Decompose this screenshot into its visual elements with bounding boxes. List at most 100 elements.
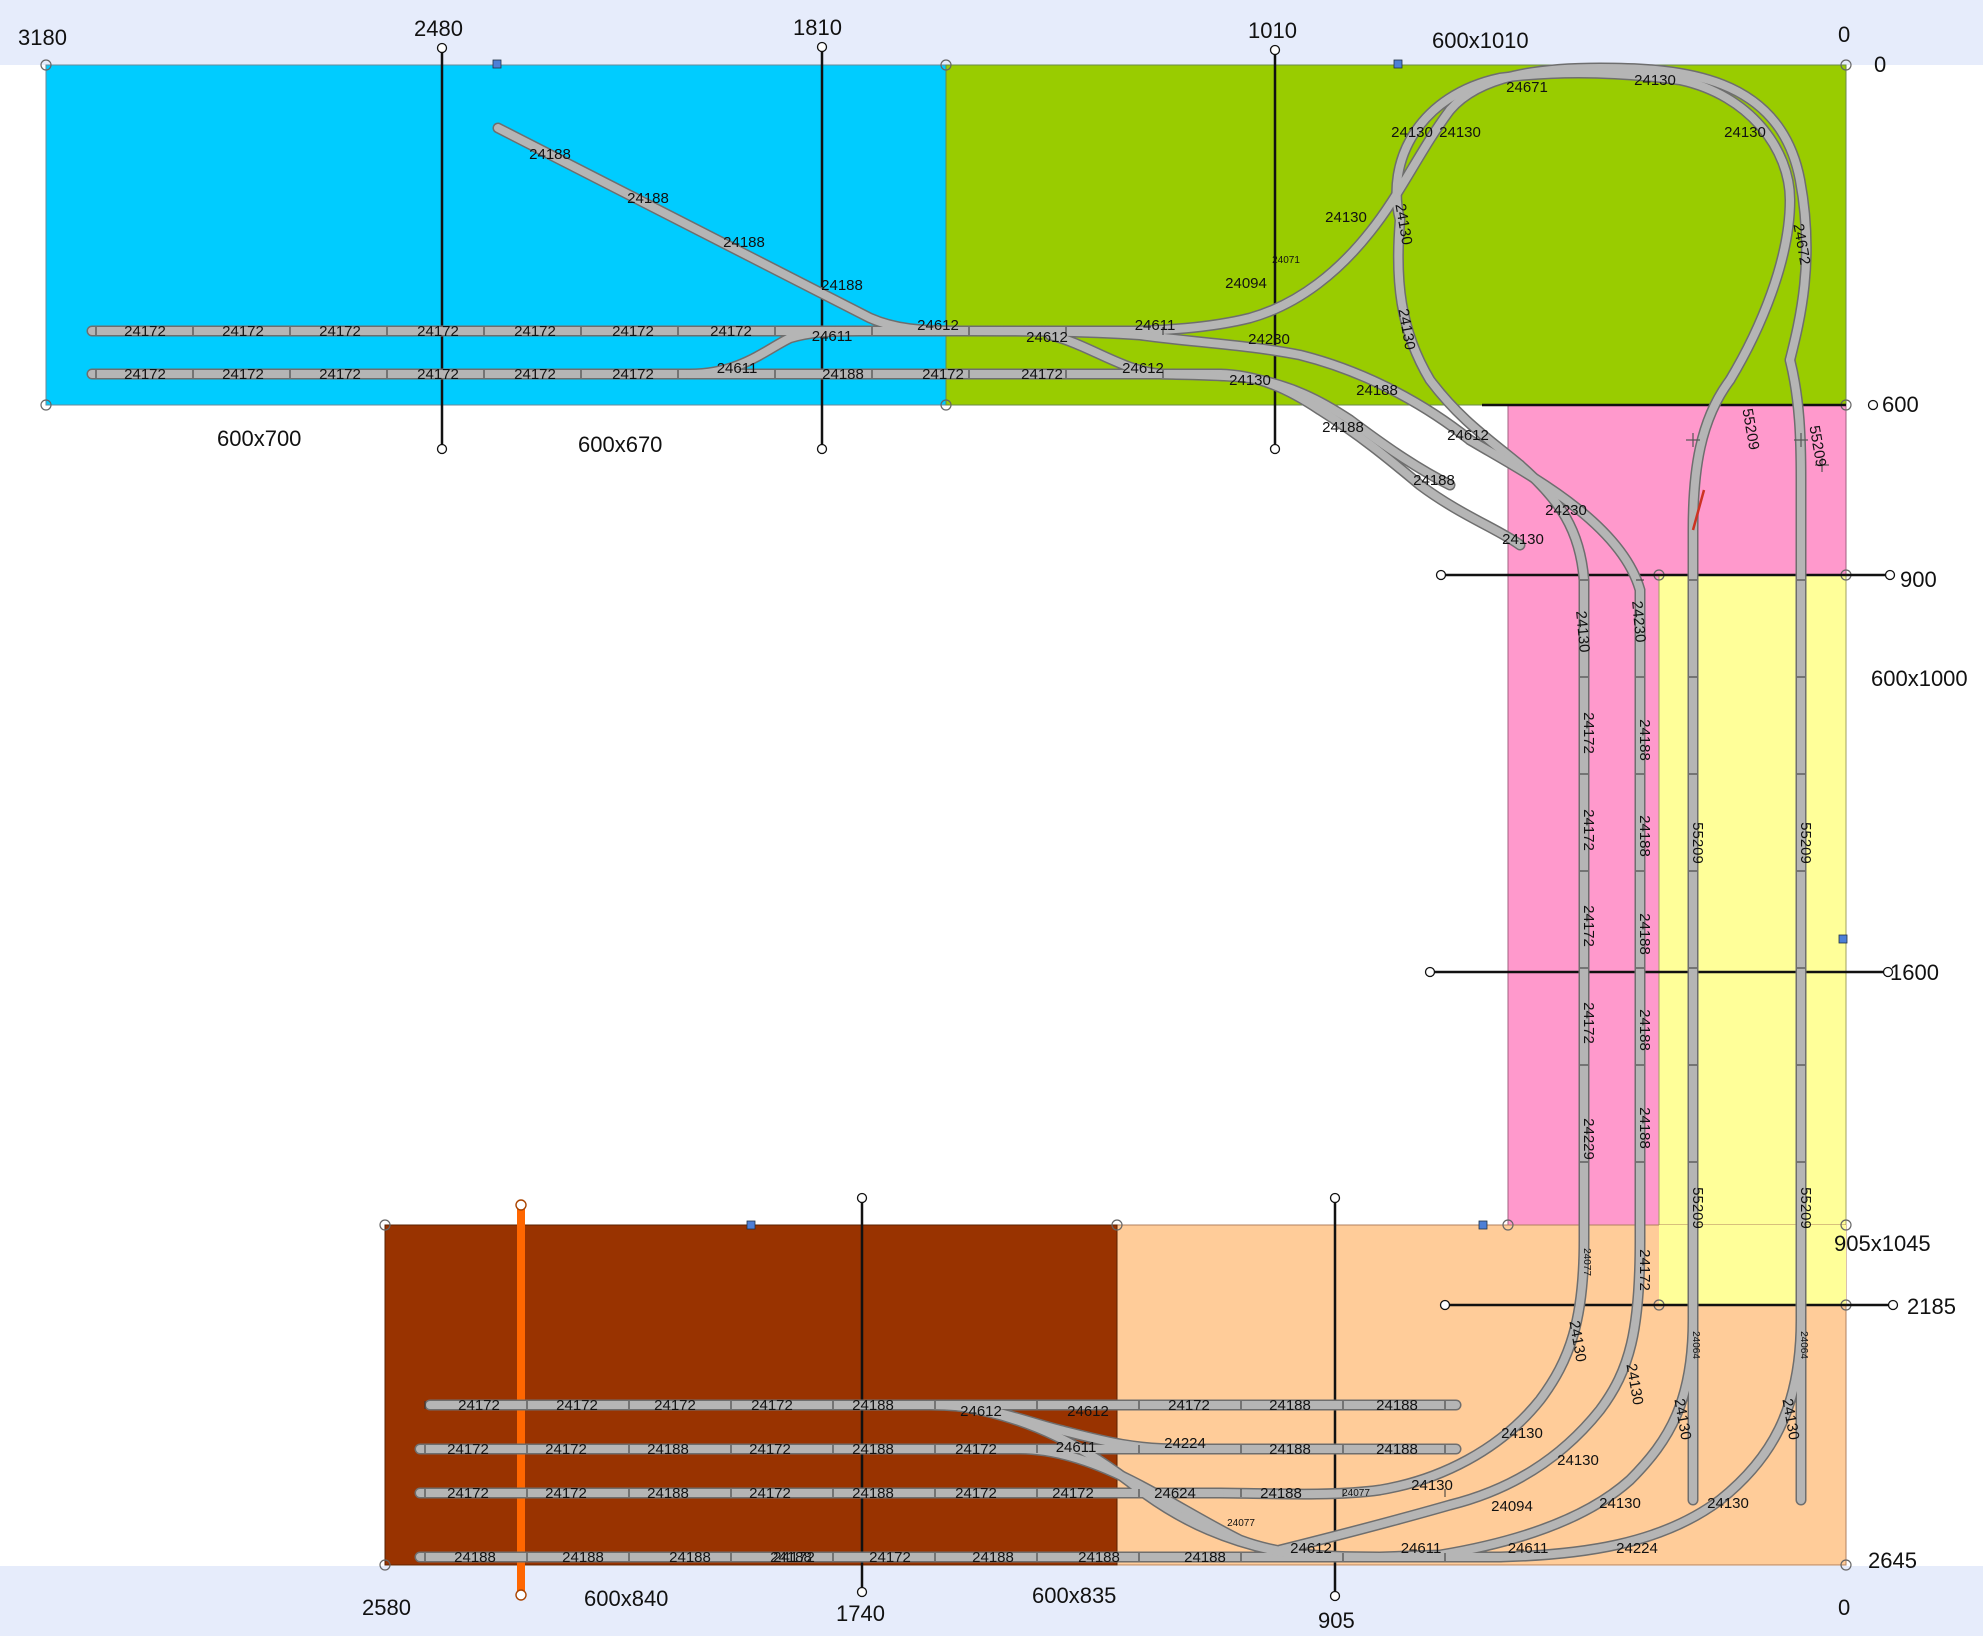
track-part-label: 24188 bbox=[1269, 1397, 1311, 1414]
track-part-label: 24130 bbox=[1229, 372, 1271, 389]
top-ruler-label: 0 bbox=[1838, 22, 1850, 47]
track-part-label: 24077 bbox=[1581, 1248, 1592, 1276]
track-part-label: 24172 bbox=[749, 1441, 791, 1458]
tracks-layer bbox=[86, 62, 1812, 1563]
reference-lines bbox=[440, 47, 1893, 1596]
track-part-label: 24094 bbox=[1225, 275, 1267, 292]
track-segment[interactable] bbox=[946, 1401, 1304, 1559]
track-part-label: 24130 bbox=[1634, 72, 1676, 89]
track-part-label: 24130 bbox=[1707, 1495, 1749, 1512]
track-part-label: 24224 bbox=[1164, 1435, 1206, 1452]
track-part-label: 24172 bbox=[654, 1397, 696, 1414]
track-part-label: 24172 bbox=[749, 1485, 791, 1502]
track-part-label: 24172 bbox=[447, 1441, 489, 1458]
track-part-label: 24172 bbox=[124, 323, 166, 340]
track-part-labels: 24172 24172 24172 24172 24172 24172 24172 24612… bbox=[124, 72, 1829, 1566]
track-part-label: 24094 bbox=[1491, 1498, 1533, 1515]
track-part-label: 24188 bbox=[647, 1485, 689, 1502]
track-part-label: 24172 bbox=[1636, 1249, 1653, 1291]
track-part-label: 24172 bbox=[545, 1441, 587, 1458]
track-segment[interactable] bbox=[956, 106, 1454, 335]
module-peach-extension bbox=[1659, 1225, 1846, 1305]
module-size-label: 600x840 bbox=[584, 1586, 668, 1611]
connector-markers bbox=[492, 59, 1848, 1230]
track-part-label: 24130 bbox=[1439, 124, 1481, 141]
track-part-label: 24230 bbox=[1628, 600, 1649, 643]
bottom-ruler-band bbox=[0, 1566, 1983, 1636]
bottom-ruler-label: 2580 bbox=[362, 1595, 411, 1620]
bottom-ruler-label: 0 bbox=[1838, 1595, 1850, 1620]
track-part-label: 24172 bbox=[1052, 1485, 1094, 1502]
track-part-label: 24188 bbox=[1636, 719, 1653, 761]
module-yellow[interactable] bbox=[1658, 574, 1847, 1306]
track-part-label: 24130 bbox=[1724, 124, 1766, 141]
track-part-label: 24624 bbox=[1154, 1485, 1196, 1502]
track-segment[interactable] bbox=[494, 124, 964, 335]
top-ruler-label: 3180 bbox=[18, 25, 67, 50]
track-segment[interactable] bbox=[1216, 1236, 1588, 1499]
track-part-label: 24064 bbox=[1798, 1331, 1809, 1359]
track-part-label: 24612 bbox=[960, 1403, 1002, 1420]
track-segment[interactable] bbox=[1392, 68, 1795, 384]
track-part-label: 24172 bbox=[612, 323, 654, 340]
track-part-label: 24172 bbox=[417, 323, 459, 340]
track-part-label: 24172 bbox=[955, 1485, 997, 1502]
track-part-label: 24188 bbox=[627, 190, 669, 207]
track-segment[interactable] bbox=[1394, 216, 1524, 469]
track-segment[interactable] bbox=[1689, 376, 1734, 1504]
track-segment[interactable] bbox=[1396, 1316, 1805, 1561]
module-size-label: 600x1000 bbox=[1871, 666, 1968, 691]
track-part-label: 24172 bbox=[556, 1397, 598, 1414]
track-part-label: 55209 bbox=[1738, 407, 1762, 451]
track-part-label: 24130 bbox=[1325, 209, 1367, 226]
module-blue[interactable] bbox=[45, 64, 947, 406]
track-part-label: 24064 bbox=[1690, 1331, 1701, 1359]
track-part-label: 24172 bbox=[1580, 905, 1597, 947]
track-part-label: 24612 bbox=[1067, 1403, 1109, 1420]
track-part-label: 24077 bbox=[1227, 1518, 1255, 1529]
track-part-label: 24230 bbox=[1545, 502, 1587, 519]
track-part-label: 24188 bbox=[454, 1549, 496, 1566]
track-part-label: 24130 bbox=[1572, 610, 1593, 653]
top-ruler-label: 1810 bbox=[793, 15, 842, 40]
bottom-ruler-label: 905 bbox=[1318, 1608, 1355, 1633]
right-ruler-label: 2645 bbox=[1868, 1548, 1917, 1573]
track-segment[interactable] bbox=[686, 327, 864, 378]
track-part-label: 24612 bbox=[917, 317, 959, 334]
track-part-label: 24130 bbox=[1501, 1425, 1543, 1442]
track-segment[interactable] bbox=[1276, 1236, 1644, 1554]
track-part-label: 24188 bbox=[1269, 1441, 1311, 1458]
track-part-label: 55209 bbox=[1797, 822, 1814, 864]
module-brown[interactable] bbox=[384, 1224, 1118, 1566]
track-segment[interactable] bbox=[956, 327, 1474, 444]
track-part-label: 24188 bbox=[1260, 1485, 1302, 1502]
right-ruler-label: 2185 bbox=[1907, 1294, 1956, 1319]
track-segment[interactable] bbox=[1016, 1445, 1384, 1561]
track-part-label: 24188 bbox=[821, 277, 863, 294]
track-part-label: 24130 bbox=[1557, 1452, 1599, 1469]
track-segment[interactable] bbox=[1376, 1316, 1697, 1561]
track-part-label: 55209 bbox=[1689, 1187, 1706, 1229]
track-part-label: 24229 bbox=[1580, 1118, 1597, 1160]
reference-line-ends bbox=[436, 41, 1899, 1602]
track-part-label: 24188 bbox=[770, 1549, 812, 1566]
track-part-label: 24172 bbox=[1580, 1002, 1597, 1044]
right-ruler-label: 1600 bbox=[1890, 960, 1939, 985]
track-part-label: 24611 bbox=[1135, 317, 1176, 334]
track-part-label: 24172 bbox=[955, 1441, 997, 1458]
top-ruler-band bbox=[0, 0, 1983, 65]
track-segment[interactable] bbox=[1466, 436, 1644, 1244]
track-part-label: 24612 bbox=[1122, 360, 1164, 377]
track-segment[interactable] bbox=[1786, 356, 1805, 1504]
module-size-label: 600x1010 bbox=[1432, 28, 1529, 53]
track-part-label: 24172 bbox=[417, 366, 459, 383]
track-segment[interactable] bbox=[1216, 370, 1524, 549]
track-part-label: 24188 bbox=[1322, 419, 1364, 436]
top-ruler-label: 2480 bbox=[414, 16, 463, 41]
track-part-label: 24612 bbox=[1447, 427, 1489, 444]
top-ruler-label: 1010 bbox=[1248, 18, 1297, 43]
track-part-label: 24188 bbox=[852, 1485, 894, 1502]
track-part-label: 24172 bbox=[319, 366, 361, 383]
